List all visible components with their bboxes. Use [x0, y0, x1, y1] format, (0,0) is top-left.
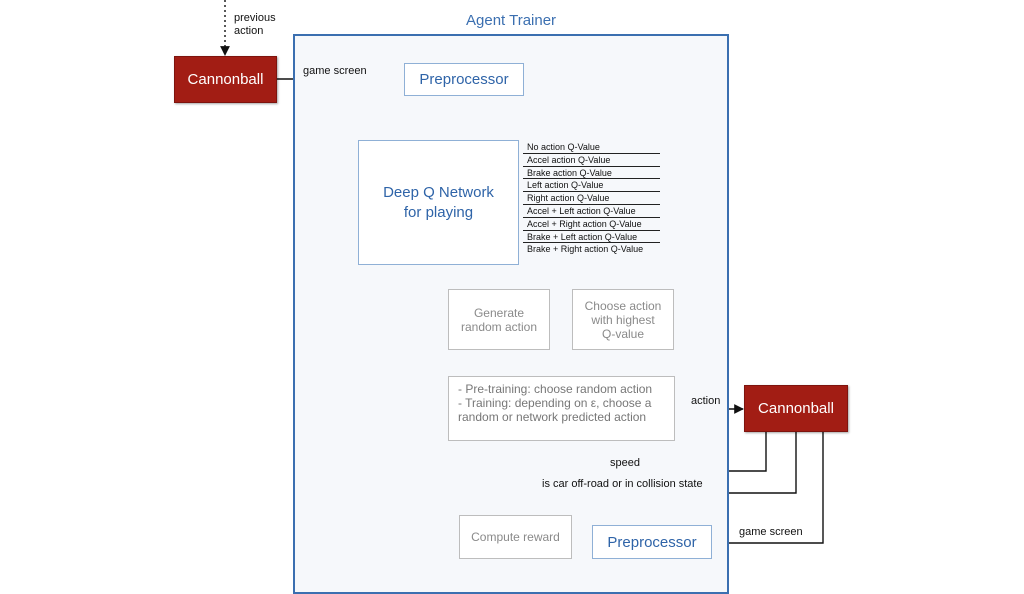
previous-action-label: previous action — [234, 12, 276, 37]
game-screen-label-bottom: game screen — [739, 526, 803, 538]
action-label: action — [691, 395, 721, 407]
q-value-brake-left: Brake + Left action Q-Value — [523, 231, 660, 244]
q-value-brake-right: Brake + Right action Q-Value — [527, 244, 644, 255]
q-value-right: Right action Q-Value — [523, 192, 660, 205]
speed-label: speed — [610, 457, 640, 469]
q-value-accel-right: Accel + Right action Q-Value — [523, 218, 660, 231]
q-value-brake: Brake action Q-Value — [523, 167, 660, 180]
cannonball-right[interactable]: Cannonball — [744, 385, 848, 432]
agent-trainer-title: Agent Trainer — [466, 12, 557, 29]
game-screen-label-top: game screen — [303, 65, 367, 77]
game-screen-arrow-bottom — [713, 432, 824, 548]
q-value-no-action: No action Q-Value — [523, 141, 660, 154]
collision-state-label: is car off-road or in collision state — [542, 478, 703, 490]
cannonball-top[interactable]: Cannonball — [174, 56, 277, 103]
preprocessor-top[interactable]: Preprocessor — [404, 63, 524, 96]
compute-reward[interactable]: Compute reward — [459, 515, 572, 559]
generate-random-action[interactable]: Generate random action — [448, 289, 550, 350]
deep-q-network[interactable]: Deep Q Network for playing — [358, 140, 519, 265]
choose-highest-q-value[interactable]: Choose action with highest Q-value — [572, 289, 674, 350]
q-value-left: Left action Q-Value — [523, 179, 660, 193]
q-value-list: No action Q-Value Accel action Q-Value B… — [523, 141, 660, 256]
q-value-accel: Accel action Q-Value — [523, 154, 660, 167]
action-selection-policy[interactable]: - Pre-training: choose random action - T… — [448, 376, 675, 441]
preprocessor-bottom[interactable]: Preprocessor — [592, 525, 712, 559]
q-value-accel-left: Accel + Left action Q-Value — [523, 205, 660, 218]
